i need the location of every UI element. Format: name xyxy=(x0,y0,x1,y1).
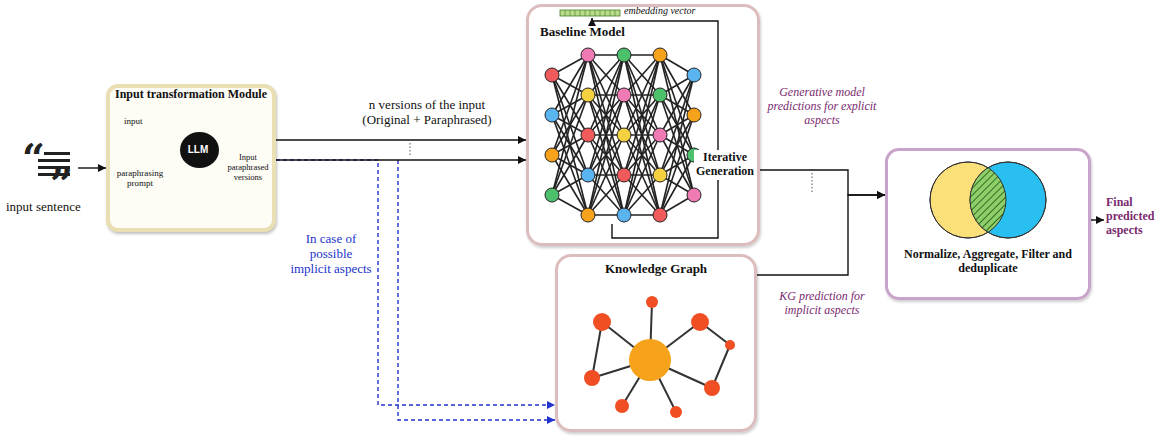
edge-label: n versions of the input (Original + Para… xyxy=(352,98,502,128)
connector-line xyxy=(398,160,555,420)
neural-net xyxy=(545,48,701,222)
node-text: LLM xyxy=(180,144,216,156)
node-text: Knowledge Graph xyxy=(558,262,754,277)
edge-label: In case of possible implicit aspects xyxy=(290,232,372,277)
node-text: input xyxy=(124,116,164,126)
node-text: Input paraphrased versions xyxy=(224,153,272,182)
node-text: paraphrasing prompt xyxy=(110,168,170,189)
input-arrow xyxy=(78,167,106,168)
connector xyxy=(760,170,885,195)
connector-line xyxy=(276,160,555,405)
dotted-separator xyxy=(410,143,411,157)
node-text: Normalize, Aggregate, Filter and dedupli… xyxy=(892,248,1084,276)
quote-icon: “ ” xyxy=(22,134,73,207)
output-label: Final predicted aspects xyxy=(1106,196,1164,237)
kg-illustration xyxy=(584,296,735,418)
connector-line xyxy=(757,195,885,275)
edge-label: KG prediction for implicit aspects xyxy=(762,290,882,318)
node-text: Iterative Generation xyxy=(694,150,756,180)
node-text: Baseline Model xyxy=(540,25,660,40)
connector xyxy=(757,195,885,275)
baseline-box: embedding vectorBaseline ModelIterative … xyxy=(526,4,760,246)
input-label: input sentence xyxy=(6,200,106,215)
embedding-bar xyxy=(560,10,620,16)
connector-line xyxy=(276,139,526,140)
module-box: Input transformation Module input paraphra… xyxy=(106,84,276,232)
connector-line xyxy=(276,159,526,160)
output-arrow xyxy=(1091,219,1104,220)
kg-box: Knowledge Graph xyxy=(555,254,757,432)
dotted-separator xyxy=(812,173,813,192)
edge-label: Generative model predictions for explici… xyxy=(762,86,882,127)
aggregate-box: Normalize, Aggregate, Filter and dedupli… xyxy=(885,148,1091,300)
connector-layer xyxy=(276,140,885,420)
connector-line xyxy=(760,170,885,195)
iteration-loop xyxy=(592,18,718,238)
connector xyxy=(276,140,526,160)
llm-circle: LLM xyxy=(180,132,219,168)
connector xyxy=(276,160,555,420)
venn-icon xyxy=(930,162,1046,238)
node-text: Input transformation Module xyxy=(110,88,272,102)
node-text: embedding vector xyxy=(624,5,716,17)
